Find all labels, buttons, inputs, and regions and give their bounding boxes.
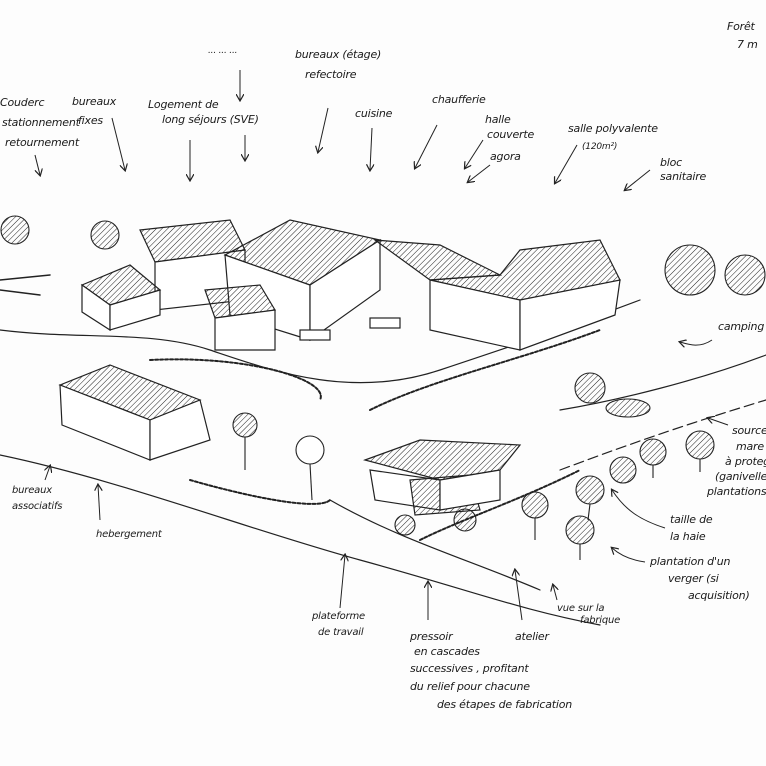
- label-verger-1: plantation d'un: [650, 555, 731, 568]
- label-bureaux-asso-1: bureaux: [12, 485, 52, 496]
- label-logement-1: Logement de: [148, 98, 219, 111]
- label-vue-2: fabrique: [580, 615, 621, 626]
- label-halle-1: halle: [485, 113, 511, 126]
- label-taille-2: la haie: [670, 530, 706, 543]
- label-logement-2: long séjours (SVE): [162, 113, 259, 126]
- label-source-5: plantations: [707, 485, 766, 498]
- label-couderc: Couderc: [0, 96, 45, 109]
- label-source-4: (ganivelle: [715, 470, 766, 483]
- label-bloc-2: sanitaire: [660, 170, 707, 183]
- label-foret-sub: 7 m: [737, 38, 758, 51]
- label-bloc-1: bloc: [660, 156, 683, 169]
- pond: [605, 398, 651, 418]
- label-pressoir-5: des étapes de fabrication: [437, 698, 573, 711]
- label-taille-1: taille de: [670, 513, 713, 526]
- label-pressoir-1: pressoir: [410, 630, 453, 643]
- label-halle-2: couverte: [487, 128, 535, 141]
- label-plateforme-2: de travail: [318, 627, 364, 638]
- label-source-1: source: [732, 424, 766, 437]
- tree: [90, 220, 120, 250]
- label-salle-1: salle polyvalente: [568, 122, 658, 135]
- road-lower: [0, 454, 601, 626]
- tree: [453, 508, 477, 532]
- tree: [685, 430, 715, 472]
- label-chaufferie: chaufferie: [432, 93, 486, 106]
- label-pressoir-2: en cascades: [414, 645, 480, 658]
- building-bureaux-fixes: [80, 264, 162, 332]
- label-bureaux-asso-2: associatifs: [12, 501, 63, 512]
- tree: [232, 412, 258, 470]
- tree: [609, 456, 637, 484]
- label-atelier: atelier: [515, 630, 549, 643]
- label-source-3: à proteg: [725, 455, 766, 468]
- label-bureaux-etage: bureaux (étage): [295, 48, 382, 61]
- tree: [664, 244, 716, 296]
- hedge: [149, 358, 331, 505]
- tree: [724, 254, 766, 296]
- label-plateforme-1: plateforme: [312, 611, 365, 622]
- label-retournement: retournement: [5, 136, 79, 149]
- trees: [0, 215, 766, 560]
- label-bureaux-fixes-1: bureaux: [72, 95, 117, 108]
- building-cuisine: [204, 284, 276, 351]
- road-edge: [329, 499, 541, 591]
- label-vue-1: vue sur la: [557, 603, 605, 614]
- label-hebergement: hebergement: [96, 529, 162, 540]
- tree: [574, 372, 606, 404]
- label-bureaux-fixes-2: fixes: [78, 114, 103, 127]
- tree: [565, 515, 595, 560]
- building-halle-salle: [372, 239, 621, 351]
- annotation-arrows: [34, 70, 729, 621]
- label-agora: agora: [490, 150, 521, 163]
- tree: [575, 475, 605, 521]
- table: [299, 329, 331, 341]
- label-pressoir-3: successives , profitant: [410, 662, 529, 675]
- building-atelier-pressoir: [363, 439, 522, 516]
- label-camping: camping: [718, 320, 765, 333]
- label-source-2: mare: [736, 440, 764, 453]
- label-verger-3: acquisition): [688, 589, 750, 602]
- label-salle-2: (120m²): [582, 142, 618, 152]
- tree: [295, 435, 325, 501]
- label-foret: Forêt: [727, 20, 755, 33]
- label-verger-2: verger (si: [668, 572, 719, 585]
- label-top-cut: ... ... ...: [208, 46, 238, 56]
- tree: [639, 438, 667, 478]
- label-stationnement: stationnement: [2, 116, 80, 129]
- tree: [0, 215, 30, 245]
- label-refectoire: refectoire: [305, 68, 357, 81]
- label-cuisine: cuisine: [355, 107, 393, 120]
- tree: [521, 491, 549, 540]
- tree: [394, 514, 416, 536]
- label-pressoir-4: du relief pour chacune: [410, 680, 530, 693]
- table: [369, 317, 401, 329]
- building-hebergement: [58, 364, 211, 461]
